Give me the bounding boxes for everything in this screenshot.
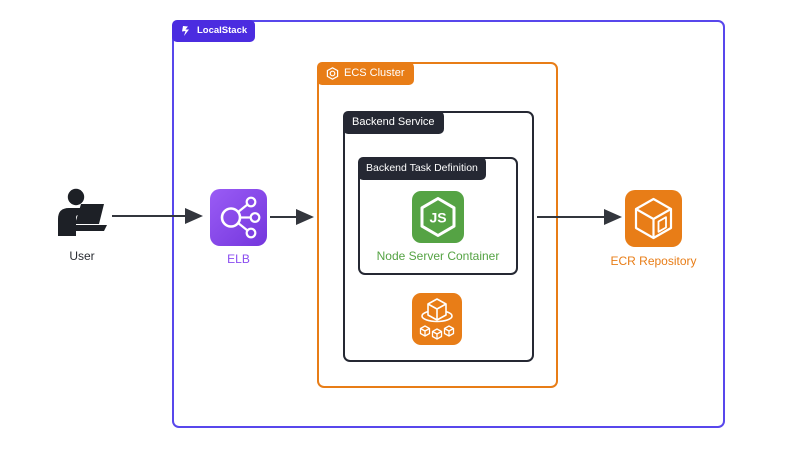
user-label: User bbox=[69, 249, 95, 263]
user-laptop-icon bbox=[56, 188, 108, 238]
ecs-cluster-boundary bbox=[317, 62, 558, 388]
localstack-boundary bbox=[172, 20, 725, 428]
backend-service-badge-label: Backend Service bbox=[352, 116, 435, 128]
elb-icon bbox=[210, 189, 267, 246]
ecs-hexagon-icon bbox=[326, 67, 339, 80]
localstack-badge: LocalStack bbox=[172, 20, 256, 42]
task-definition-badge: Backend Task Definition bbox=[358, 157, 486, 180]
ecs-service-icon bbox=[412, 293, 462, 345]
ecs-cluster-badge-label: ECS Cluster bbox=[344, 67, 405, 79]
ecs-cluster-badge: ECS Cluster bbox=[317, 62, 414, 86]
localstack-logo-icon bbox=[180, 25, 192, 37]
ecr-label: ECR Repository bbox=[610, 254, 697, 268]
localstack-badge-label: LocalStack bbox=[197, 25, 248, 37]
elb-label: ELB bbox=[227, 252, 250, 266]
nodejs-icon: JS bbox=[412, 191, 464, 243]
nodejs-js-text: JS bbox=[429, 210, 446, 226]
backend-service-badge: Backend Service bbox=[343, 111, 444, 135]
ecr-icon bbox=[625, 190, 682, 247]
task-definition-badge-label: Backend Task Definition bbox=[366, 162, 478, 174]
node-server-container-label: Node Server Container bbox=[376, 249, 500, 263]
